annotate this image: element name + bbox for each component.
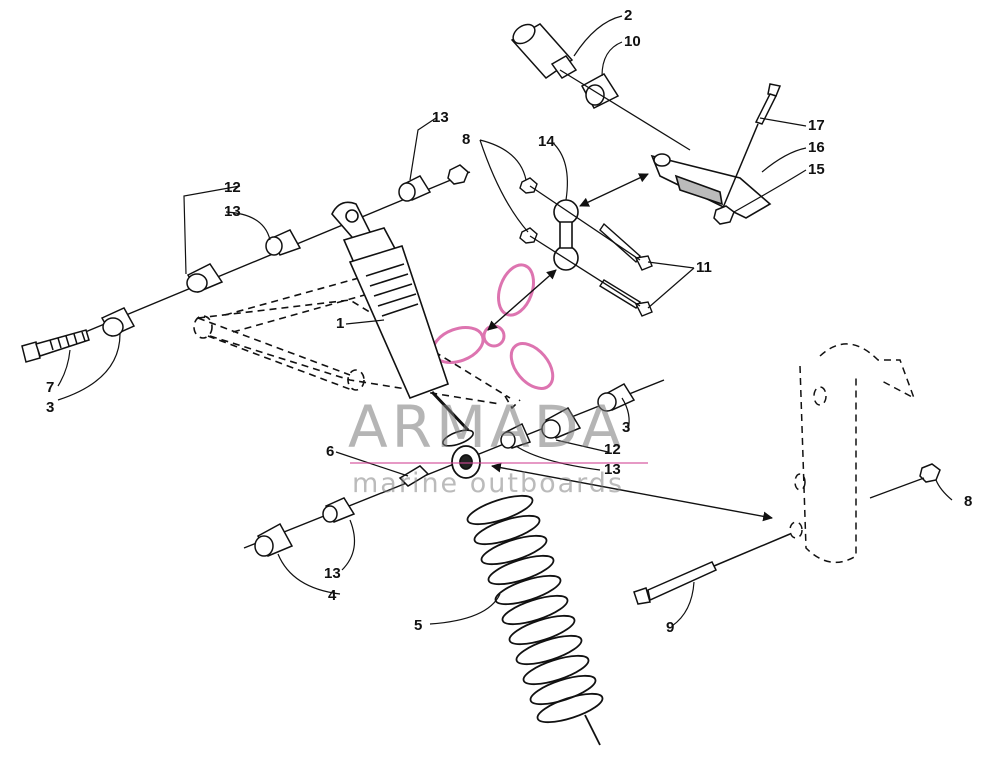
callout-2: 2 xyxy=(624,7,633,24)
callout-1: 1 xyxy=(336,315,345,332)
propeller-logo-icon xyxy=(431,263,555,390)
callout-13-upper-right: 13 xyxy=(432,109,449,126)
callout-4: 4 xyxy=(328,587,337,604)
bolt-7 xyxy=(21,329,90,363)
spacer-3-upper xyxy=(100,307,136,337)
bushing-13-upper-left xyxy=(265,229,302,256)
bushing-13-lower-left xyxy=(322,497,356,523)
bushing-13-upper-right xyxy=(398,175,432,202)
link-axis-lines xyxy=(529,185,641,307)
callout-17: 17 xyxy=(808,117,825,134)
callout-12-lower: 12 xyxy=(604,441,621,458)
grease-fitting-6 xyxy=(398,465,430,487)
nut-15 xyxy=(713,205,735,225)
callout-16: 16 xyxy=(808,139,825,156)
a-arm-frame xyxy=(193,267,521,410)
bushing-13-lower-right xyxy=(500,422,532,449)
callout-3-upper: 3 xyxy=(46,399,55,416)
spacer-12-lower xyxy=(541,406,582,439)
callout-8-lower: 8 xyxy=(964,493,973,510)
upper-right-axis xyxy=(559,69,691,151)
watermark-title: ARMADA xyxy=(348,393,626,461)
nut-axis xyxy=(869,477,925,499)
callout-13-upper-left: 13 xyxy=(224,203,241,220)
watermark-subtitle: marine outboards xyxy=(352,468,625,499)
callout-10: 10 xyxy=(624,33,641,50)
callout-9: 9 xyxy=(666,619,675,636)
bolt-17 xyxy=(721,83,782,211)
nut-8-upper xyxy=(447,164,469,185)
callout-5: 5 xyxy=(414,617,423,634)
spacer-4 xyxy=(254,522,294,557)
callout-15: 15 xyxy=(808,161,825,178)
callout-6: 6 xyxy=(326,443,335,460)
callout-7: 7 xyxy=(46,379,55,396)
callout-13-lower-left: 13 xyxy=(324,565,341,582)
nuts-8-link xyxy=(519,177,538,244)
spacer-3-lower xyxy=(597,383,636,412)
assembly-arrows xyxy=(487,173,773,522)
bolt-9 xyxy=(633,533,791,605)
bracket-16 xyxy=(650,153,772,219)
callout-3-lower: 3 xyxy=(622,419,631,436)
shock-absorber-1 xyxy=(331,201,474,447)
shaft-part-2 xyxy=(510,23,578,79)
spacer-12-upper xyxy=(186,263,224,293)
callout-12-upper: 12 xyxy=(224,179,241,196)
nut-8-lower xyxy=(919,463,941,483)
callout-13-lower-right: 13 xyxy=(604,461,621,478)
callout-11: 11 xyxy=(696,259,712,276)
callout-8-upper: 8 xyxy=(462,131,471,148)
link-14 xyxy=(553,199,579,271)
spring-5 xyxy=(466,494,604,746)
leader-lines xyxy=(57,15,953,627)
upright-post xyxy=(789,343,916,564)
watermark-underline xyxy=(350,462,648,464)
callout-14: 14 xyxy=(538,133,555,150)
